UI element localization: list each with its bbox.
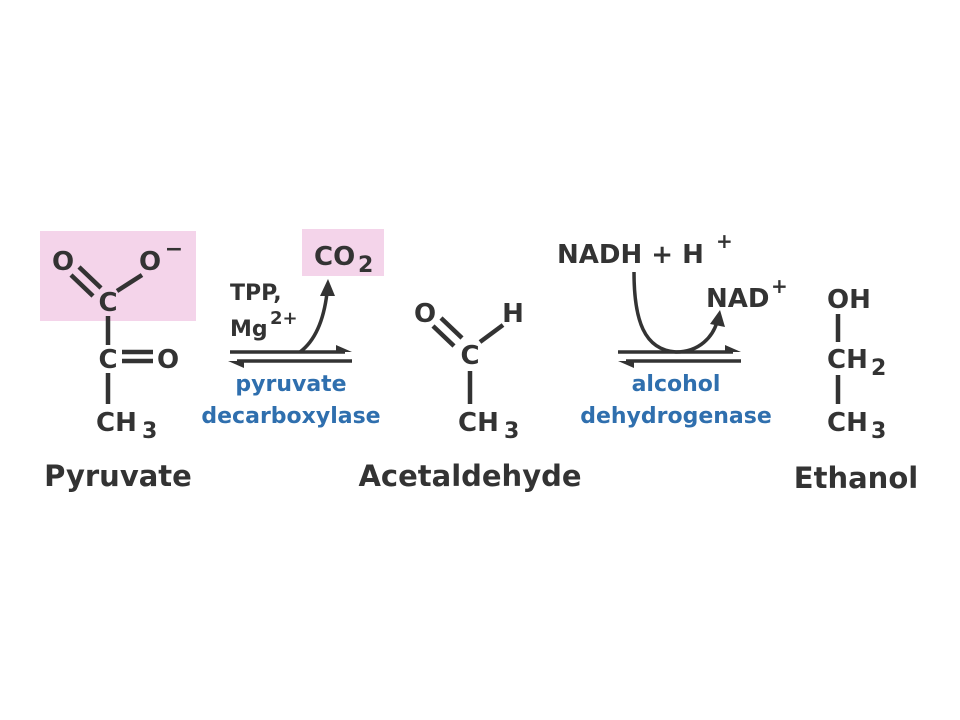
co2-release-arrow-head [320, 279, 335, 296]
pyruvate-co-single-bond [115, 273, 144, 293]
co2-product: CO [314, 242, 355, 272]
nadh-to-nad-curved-arrow [632, 271, 719, 354]
ethanol-methyl-subscript: 3 [871, 419, 886, 444]
enzyme-alcohol-label: alcohol [632, 372, 721, 397]
pyruvate-carbonyl-carbon: C [98, 345, 117, 375]
acetaldehyde-methyl-group: CH [458, 408, 499, 438]
pyruvate-co-double-bond-b [77, 265, 103, 290]
pyruvate-carboxyl-carbon: C [98, 288, 117, 318]
pyruvate-co-double-bond-a [69, 273, 95, 298]
acetaldehyde-hydrogen: H [502, 299, 524, 329]
acetaldehyde-co-double-bond-a [431, 324, 456, 348]
acetaldehyde-carbon: C [460, 341, 479, 371]
pyruvate-carbonyl-oxygen: O [157, 345, 179, 375]
ethanol-hydroxyl: OH [827, 285, 871, 315]
ethanol-label: Ethanol [794, 461, 918, 495]
cofactor-tpp-label: TPP, [230, 281, 282, 306]
nadh-proton-superscript: + [716, 229, 733, 253]
carboxyl-highlight-box [40, 231, 196, 321]
nadh-reactant: NADH + H [557, 240, 704, 270]
ethanol-methyl-group: CH [827, 408, 868, 438]
ethanol-structure: OH CH 2 CH 3 [827, 285, 886, 444]
pyruvate-methyl-subscript: 3 [142, 419, 157, 444]
pyruvate-carboxylate-oxygen: O [139, 247, 161, 277]
enzyme-dehydrogenase-label: dehydrogenase [580, 404, 772, 429]
forward-arrow-head-1 [336, 345, 352, 352]
reverse-arrow-head-2 [618, 361, 634, 368]
enzyme-decarboxylase-label: decarboxylase [201, 404, 380, 429]
forward-arrow-head-2 [725, 345, 741, 352]
pyruvate-negative-charge: − [165, 237, 183, 262]
nad-product: NAD [706, 284, 769, 314]
co2-highlight-box [302, 229, 384, 276]
enzyme-pyruvate-label: pyruvate [235, 372, 346, 397]
co2-release-curved-arrow [298, 292, 329, 354]
reverse-arrow-head-1 [228, 361, 244, 368]
acetaldehyde-co-double-bond-b [439, 316, 464, 340]
nad-release-arrow-head [710, 310, 725, 327]
reduction-step: NADH + H + NAD + alcohol dehydrogenase [557, 229, 788, 429]
cofactor-mg-superscript: 2+ [270, 308, 298, 329]
acetaldehyde-oxygen: O [414, 299, 436, 329]
nad-superscript: + [771, 274, 788, 298]
acetaldehyde-structure: O H C CH 3 [414, 299, 524, 444]
ethanol-methylene: CH [827, 345, 868, 375]
acetaldehyde-label: Acetaldehyde [358, 459, 581, 493]
pyruvate-structure: O O − C C O CH 3 [40, 231, 196, 444]
acetaldehyde-methyl-subscript: 3 [504, 419, 519, 444]
decarboxylation-step: CO 2 TPP, Mg 2+ pyruvate decarboxylase [201, 229, 384, 429]
pyruvate-carboxyl-oxygen: O [52, 247, 74, 277]
pyruvate-label: Pyruvate [44, 459, 192, 493]
pyruvate-methyl-group: CH [96, 408, 137, 438]
cofactor-mg-label: Mg [230, 317, 268, 342]
ethanol-methylene-subscript: 2 [871, 356, 886, 381]
co2-subscript: 2 [358, 253, 373, 278]
acetaldehyde-ch-bond [478, 323, 505, 344]
